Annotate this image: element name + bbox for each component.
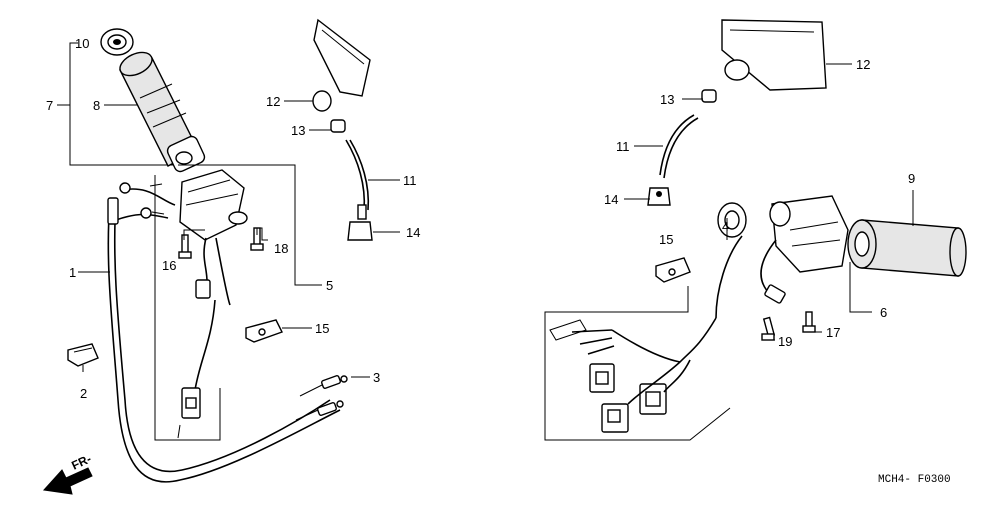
- screw-19: [761, 316, 776, 341]
- callout-8: 8: [93, 98, 100, 113]
- mirror-stem-11-left: [345, 139, 370, 220]
- callout-1: 1: [69, 265, 76, 280]
- callout-7: 7: [46, 98, 53, 113]
- handlebar-switch-6: [549, 195, 849, 433]
- callout-6: 6: [880, 305, 887, 320]
- callout-13-right: 13: [660, 92, 674, 107]
- callout-13-left: 13: [291, 123, 305, 138]
- leaders-left: [78, 100, 400, 378]
- mirror-cap-14-right: [647, 187, 671, 206]
- callout-12-left: 12: [266, 94, 280, 109]
- callout-14-right: 14: [604, 192, 618, 207]
- grommet-4: [717, 202, 747, 238]
- clamp-15-right: [655, 257, 691, 283]
- callout-4: 4: [722, 219, 729, 234]
- callout-3: 3: [373, 370, 380, 385]
- callout-16: 16: [162, 258, 176, 273]
- clamp-2: [67, 343, 99, 367]
- callout-2: 2: [80, 386, 87, 401]
- callout-9: 9: [908, 171, 915, 186]
- callout-11-left: 11: [403, 173, 417, 188]
- throttle-cables: [107, 182, 348, 483]
- callout-11-right: 11: [616, 139, 630, 154]
- callout-12-right: 12: [856, 57, 870, 72]
- callout-15-right: 15: [659, 232, 673, 247]
- callout-14-left: 14: [406, 225, 420, 240]
- clamp-15-left: [245, 319, 283, 343]
- mirror-left: [312, 18, 371, 112]
- callout-5: 5: [326, 278, 333, 293]
- mirror-right: [721, 19, 827, 91]
- callout-15-left: 15: [315, 321, 329, 336]
- mirror-nut-13-left: [330, 119, 346, 133]
- callout-19: 19: [778, 334, 792, 349]
- handlebar-switch-5: [177, 169, 248, 439]
- callout-labels: 10 7 8 1 2 3 16 18 5 15 12 13 11 14 12 1…: [46, 36, 951, 486]
- mirror-stem-11-right: [659, 114, 699, 179]
- grip-end-weight-10: [100, 28, 134, 56]
- leaders-right: [624, 63, 852, 341]
- throttle-grip-8: [119, 51, 206, 173]
- screw-17: [802, 311, 816, 333]
- callout-18: 18: [274, 241, 288, 256]
- diagram-code: MCH4- F0300: [878, 474, 951, 486]
- callout-10: 10: [75, 36, 89, 51]
- mirror-cap-14-left: [347, 221, 373, 241]
- screw-18: [250, 227, 268, 251]
- direction-label: FR-: [69, 452, 93, 473]
- bracket-grip-7: [57, 42, 178, 166]
- front-direction-arrow: FR-: [43, 452, 93, 495]
- mirror-nut-13-right: [701, 89, 717, 103]
- callout-17: 17: [826, 325, 840, 340]
- handlebar-grip-9: [847, 190, 967, 277]
- screw-16: [178, 229, 205, 259]
